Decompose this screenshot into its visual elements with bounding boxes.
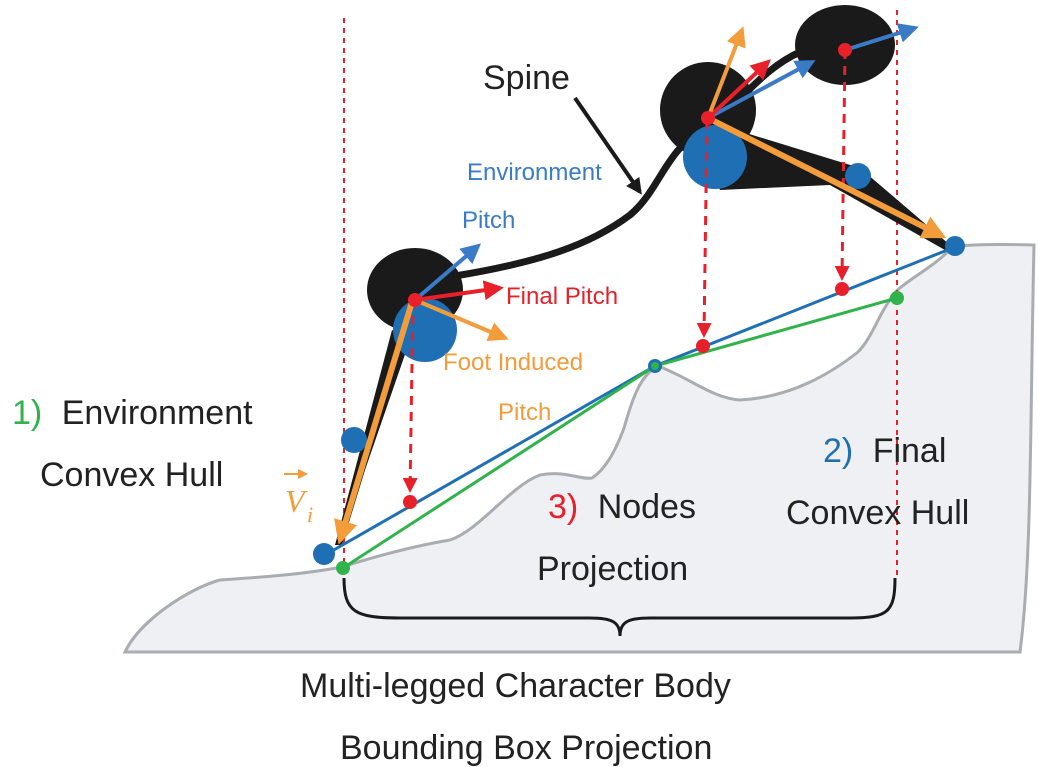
step1-label: 1) Environment — [12, 394, 253, 432]
middle-final-pitch-arrow — [706, 59, 771, 120]
middle-node-center — [701, 111, 715, 125]
left-env-pitch-arrow — [413, 243, 482, 302]
bottom-caption-line2: Bounding Box Projection — [340, 729, 712, 767]
middle-leg-force-arrow — [706, 115, 947, 239]
left-final-pitch-arrow — [414, 280, 504, 302]
step2-label: 2) Final — [823, 432, 946, 470]
projected-node-2 — [696, 339, 710, 353]
step2-label-line2: Convex Hull — [786, 494, 969, 532]
spine-pointer — [573, 96, 642, 195]
foot-induced-label-1: Foot Induced — [443, 349, 583, 376]
hull-vertex-right-blue — [945, 236, 965, 256]
middle-hip-circle — [683, 125, 747, 189]
bottom-caption-line1: Multi-legged Character Body — [300, 667, 731, 705]
right-knee-circle — [845, 163, 871, 189]
environment-pitch-label-2: Pitch — [462, 207, 515, 234]
bounding-box-brace — [342, 577, 897, 637]
step1-text: Environment — [62, 394, 253, 432]
projection-arrow-3 — [834, 49, 850, 281]
step2-text: Final — [873, 432, 947, 470]
step1-number: 1) — [12, 394, 42, 432]
middle-foot-pitch-arrow — [706, 26, 746, 119]
step2-number: 2) — [823, 432, 853, 470]
left-knee-circle — [341, 427, 367, 453]
projection-arrow-2 — [696, 119, 712, 338]
hull-vertex-mid-green — [651, 362, 659, 370]
projected-node-3 — [835, 282, 849, 296]
vector-vi-subscript: i — [307, 502, 313, 527]
top-node-center — [838, 43, 852, 57]
spine-label: Spine — [483, 59, 570, 97]
foot-induced-label-2: Pitch — [498, 399, 551, 426]
vector-vi-label: V i — [284, 469, 313, 527]
top-env-pitch-arrow — [844, 23, 919, 52]
step1-label-line2: Convex Hull — [40, 456, 223, 494]
step3-label-line2: Projection — [537, 550, 688, 588]
hull-vertex-right-green — [890, 291, 904, 305]
projected-node-1 — [403, 495, 417, 509]
step3-number: 3) — [548, 488, 578, 526]
step3-text: Nodes — [598, 488, 696, 526]
middle-env-pitch-arrow — [707, 60, 816, 120]
left-foot-pitch-arrow — [414, 298, 509, 341]
hull-vertex-left-blue — [313, 543, 335, 565]
step3-label: 3) Nodes — [548, 488, 696, 526]
environment-pitch-label-1: Environment — [467, 159, 602, 186]
middle-leg — [700, 125, 950, 250]
vector-vi-symbol: V — [285, 483, 308, 519]
vector-vi-arrow — [334, 301, 415, 545]
left-node-center — [408, 293, 422, 307]
final-pitch-label: Final Pitch — [506, 283, 618, 310]
hull-vertex-left-green — [336, 561, 350, 575]
